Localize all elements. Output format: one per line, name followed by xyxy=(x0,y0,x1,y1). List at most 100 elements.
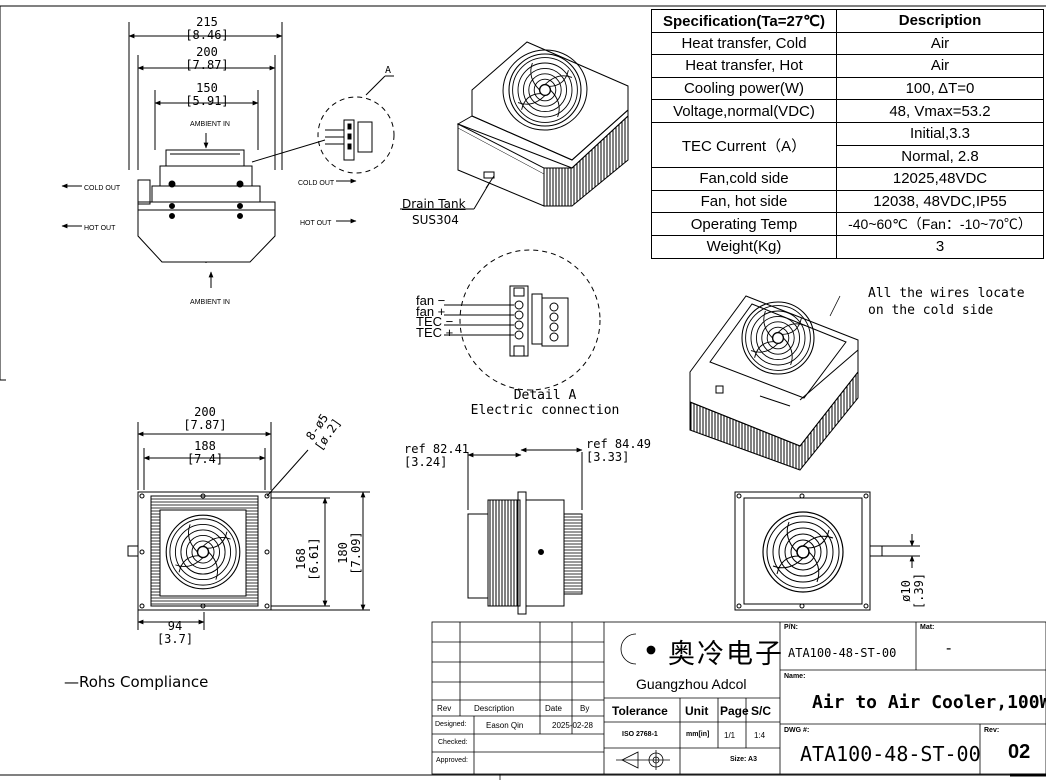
ambient-in-bottom-label: AMBIENT IN xyxy=(190,299,230,306)
spec-header-value: Description xyxy=(836,9,1044,33)
mat-value: - xyxy=(946,640,952,657)
isometric-view-top xyxy=(400,41,629,210)
pn-value: ATA100-48-ST-00 xyxy=(788,646,897,660)
dim-180: 180[7.09] xyxy=(336,531,363,575)
page-value: 1/1 xyxy=(724,731,736,740)
tolerance-value: ISO 2768-1 xyxy=(622,731,658,738)
dwg-label: DWG #: xyxy=(784,727,810,734)
company-name-en: Guangzhou Adcol xyxy=(636,676,747,692)
spec-value: Initial,3.3 xyxy=(836,121,1044,146)
side-view xyxy=(467,447,583,615)
page-label: Page xyxy=(720,704,749,718)
detail-a-pin-labels: fan − fan + TEC − TEC + xyxy=(416,293,454,340)
spec-value: Air xyxy=(836,54,1044,78)
spec-label: TEC Current（A） xyxy=(651,121,837,169)
spec-header-label: Specification(Ta=27℃) xyxy=(651,9,837,33)
spec-header-row: Specification(Ta=27℃) Description xyxy=(651,9,1044,33)
rohs-note: —Rohs Compliance xyxy=(64,673,209,691)
spec-label: Fan, hot side xyxy=(651,189,837,214)
spec-value: 12038, 48VDC,IP55 xyxy=(836,189,1044,214)
dim-188: 188[7.4] xyxy=(186,439,224,466)
spec-label: Weight(Kg) xyxy=(651,234,837,259)
specification-table: Specification(Ta=27℃) Description Heat t… xyxy=(651,9,1044,259)
spec-label: Voltage,normal(VDC) xyxy=(651,99,837,123)
drawing-name: Air to Air Cooler,100W xyxy=(812,692,1046,713)
isometric-view-bottom xyxy=(689,295,859,471)
design-date: 2025-02-28 xyxy=(552,721,593,730)
spec-value: Air xyxy=(836,31,1044,56)
front-view xyxy=(61,22,395,288)
tolerance-label: Tolerance xyxy=(612,704,668,718)
spec-row: Weight(Kg)3 xyxy=(651,234,1044,259)
dwg-number: ATA100-48-ST-00 xyxy=(800,742,981,766)
spec-label: Fan,cold side xyxy=(651,167,837,191)
dim-215: 215[8.46] xyxy=(185,15,229,42)
dim-diameter: ø10[.39] xyxy=(899,572,926,610)
end-view xyxy=(734,491,920,611)
size-value: Size: A3 xyxy=(730,756,757,763)
dim-94: 94[3.7] xyxy=(156,619,194,646)
unit-value: mm[in] xyxy=(686,731,710,738)
detail-a-view xyxy=(444,249,601,391)
dim-200-front: 200[7.87] xyxy=(185,45,229,72)
rev-value: 02 xyxy=(1008,741,1031,763)
dim-ref-left: ref 82.41[3.24] xyxy=(404,442,470,469)
company-name-cn: 奥冷电子 xyxy=(668,639,784,670)
sc-label: S/C xyxy=(751,704,772,718)
spec-row: Operating Temp-40~60℃（Fan：-10~70℃） xyxy=(651,212,1044,236)
spec-label: Heat transfer, Hot xyxy=(651,54,837,78)
bottom-view xyxy=(127,422,370,630)
dim-168: 168[6.61] xyxy=(294,537,321,581)
unit-label: Unit xyxy=(685,704,709,718)
designed-label: Designed: xyxy=(435,721,467,728)
rev-label: Rev: xyxy=(984,727,1000,734)
designer-name: Eason Qin xyxy=(486,721,524,730)
cold-out-left-label: COLD OUT xyxy=(84,185,121,192)
spec-value: 48, Vmax=53.2 xyxy=(836,99,1044,123)
pin-label: fan − xyxy=(416,293,446,308)
hot-out-right-label: HOT OUT xyxy=(300,220,332,227)
spec-value: Normal, 2.8 xyxy=(836,144,1044,169)
spec-label: Cooling power(W) xyxy=(651,76,837,101)
spec-label: Operating Temp xyxy=(651,212,837,236)
rev-col-header: Rev xyxy=(437,704,452,713)
spec-row: Voltage,normal(VDC)48, Vmax=53.2 xyxy=(651,99,1044,123)
pin-label: TEC + xyxy=(416,324,454,340)
title-block-grid xyxy=(431,621,1046,780)
name-label: Name: xyxy=(784,673,806,680)
spec-label: Heat transfer, Cold xyxy=(651,31,837,56)
spec-value: 3 xyxy=(836,234,1044,259)
spec-value: 100, ΔT=0 xyxy=(836,76,1044,101)
hot-out-left-label: HOT OUT xyxy=(84,225,116,232)
approved-label: Approved: xyxy=(436,757,468,764)
mat-label: Mat: xyxy=(920,624,935,631)
pn-label: P/N: xyxy=(784,624,798,631)
date-col-header: Date xyxy=(545,704,562,713)
pin-label: TEC − xyxy=(416,314,454,329)
pin-label: fan + xyxy=(416,303,446,319)
detail-a-title: Detail A xyxy=(513,388,577,403)
drain-tank-material: SUS304 xyxy=(412,213,459,227)
detail-a-subtitle: Electric connection xyxy=(470,403,620,418)
detail-a-marker: A xyxy=(384,65,392,76)
spec-value: 12025,48VDC xyxy=(836,167,1044,191)
scale-value: 1:4 xyxy=(754,731,766,740)
drain-tank-label: Drain Tank xyxy=(402,197,466,211)
dim-200-bottom: 200[7.87] xyxy=(183,405,227,432)
dim-150: 150[5.91] xyxy=(185,81,229,108)
ambient-in-top-label: AMBIENT IN xyxy=(190,121,230,128)
dim-ref-right: ref 84.49[3.33] xyxy=(586,437,652,464)
spec-row: Cooling power(W)100, ΔT=0 xyxy=(651,76,1044,101)
spec-row: Normal, 2.8 xyxy=(652,144,1044,169)
by-col-header: By xyxy=(580,704,590,713)
description-col-header: Description xyxy=(474,704,515,713)
checked-label: Checked: xyxy=(438,739,468,746)
spec-row: TEC Current（A）Initial,3.3 xyxy=(651,121,1044,169)
spec-value: -40~60℃（Fan：-10~70℃） xyxy=(836,212,1044,236)
